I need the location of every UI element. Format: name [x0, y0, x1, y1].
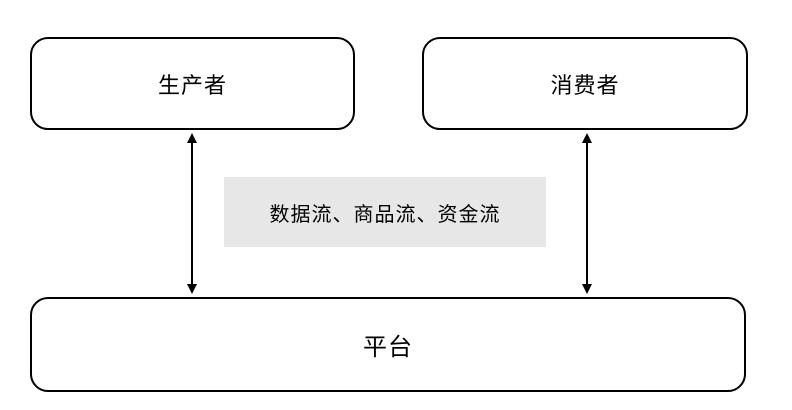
consumer-node: 消费者 [422, 37, 748, 130]
producer-node: 生产者 [30, 37, 355, 130]
platform-node: 平台 [30, 297, 746, 392]
producer-label: 生产者 [157, 73, 227, 99]
flow-label-box: 数据流、商品流、资金流 [224, 177, 546, 247]
platform-label: 平台 [363, 333, 413, 361]
consumer-label: 消费者 [550, 73, 620, 99]
flow-label: 数据流、商品流、资金流 [269, 201, 501, 226]
